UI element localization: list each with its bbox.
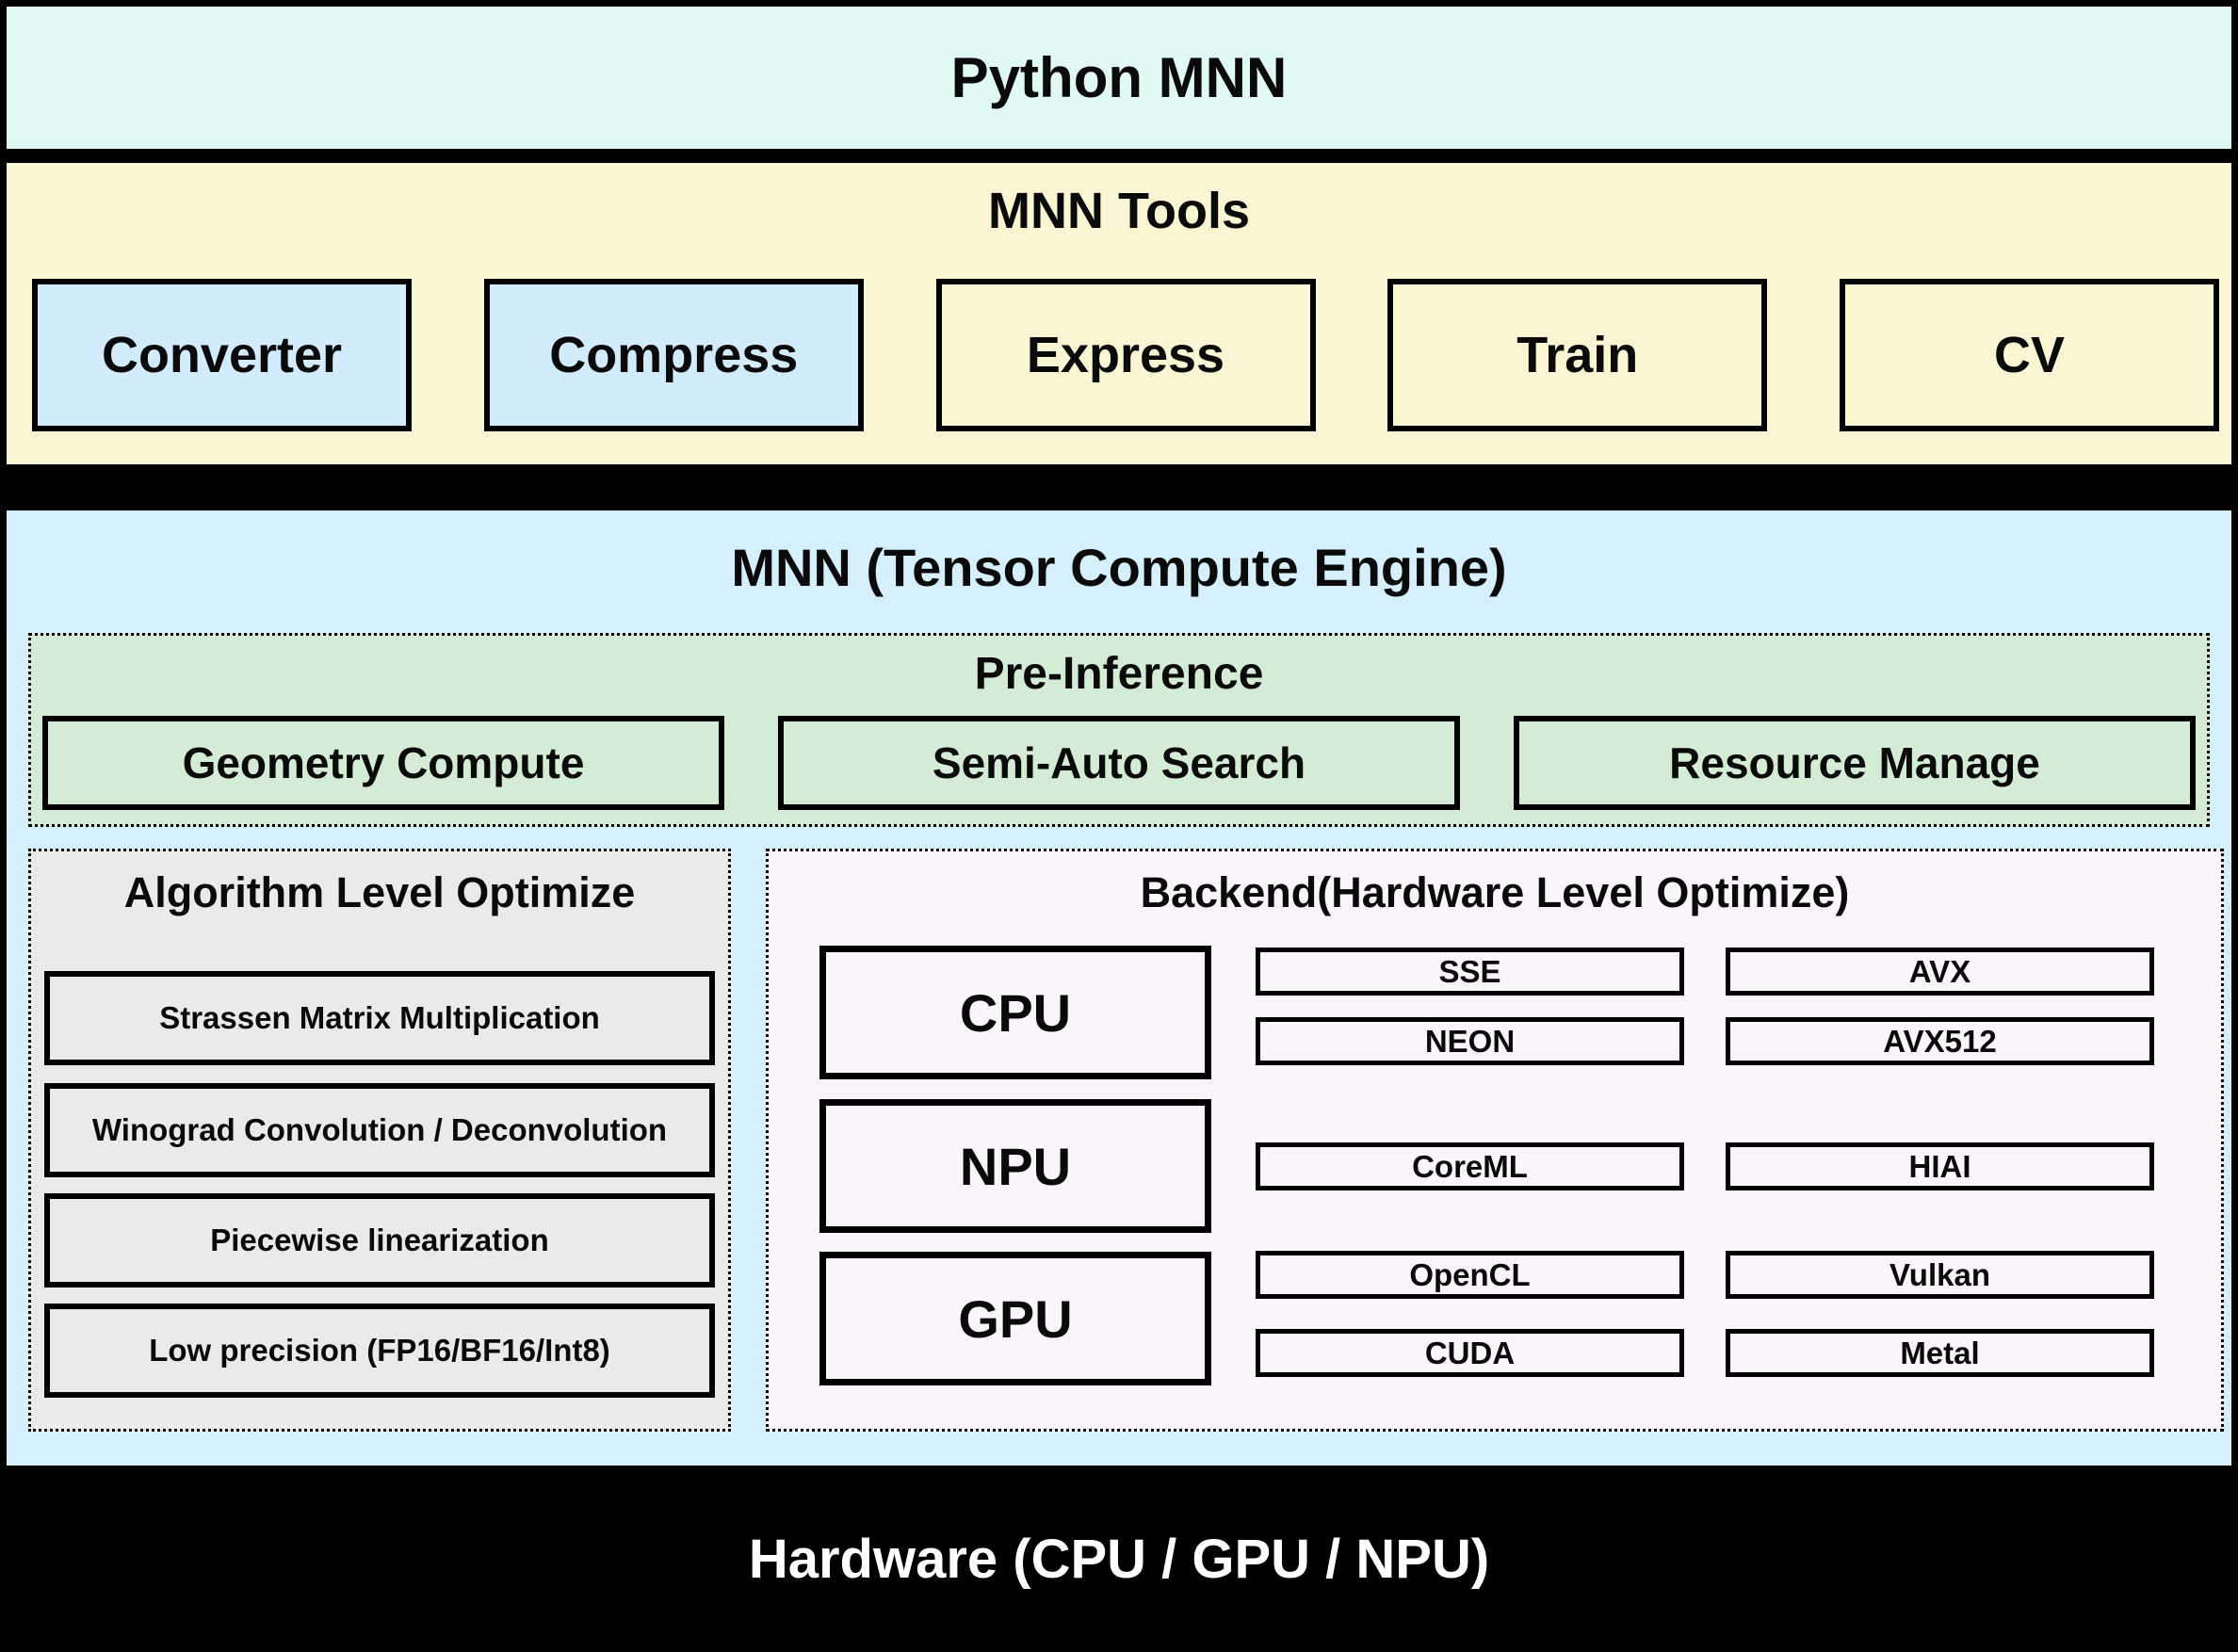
- accel-box-opencl: OpenCL: [1256, 1251, 1684, 1299]
- tool-box-label: Express: [1026, 327, 1225, 383]
- pre-inference-box-semi-auto-search: Semi-Auto Search: [778, 716, 1460, 810]
- processor-box-cpu: CPU: [819, 946, 1211, 1079]
- python-mnn-banner: Python MNN: [7, 7, 2231, 149]
- processor-box-gpu: GPU: [819, 1252, 1211, 1385]
- accel-box-sse: SSE: [1256, 947, 1684, 996]
- accel-label: OpenCL: [1409, 1256, 1531, 1292]
- mnn-tools-row: Converter Compress Express Train CV: [32, 279, 2219, 431]
- processor-label: NPU: [959, 1136, 1072, 1196]
- accel-label: Metal: [1900, 1335, 1980, 1370]
- algorithm-optimize-group: Algorithm Level Optimize Strassen Matrix…: [28, 849, 731, 1432]
- accel-label: AVX512: [1883, 1023, 1997, 1059]
- mnn-engine-section: MNN (Tensor Compute Engine) Pre-Inferenc…: [7, 510, 2231, 1466]
- processor-box-npu: NPU: [819, 1099, 1211, 1233]
- mnn-tools-section: MNN Tools Converter Compress Express Tra…: [7, 163, 2231, 464]
- backend-title: Backend(Hardware Level Optimize): [1140, 868, 1850, 916]
- pre-inference-box-resource-manage: Resource Manage: [1514, 716, 2196, 810]
- hardware-title: Hardware (CPU / GPU / NPU): [748, 1528, 1490, 1590]
- pre-inference-box-geometry-compute: Geometry Compute: [42, 716, 724, 810]
- accel-label: SSE: [1438, 953, 1501, 989]
- tool-box-label: CV: [1993, 327, 2065, 383]
- accel-label: AVX: [1908, 953, 1971, 989]
- tool-box-compress: Compress: [483, 279, 864, 431]
- processor-label: GPU: [958, 1288, 1073, 1349]
- accel-box-hiai: HIAI: [1726, 1142, 2154, 1190]
- algorithm-item-winograd: Winograd Convolution / Deconvolution: [44, 1083, 715, 1177]
- accel-label: Vulkan: [1889, 1256, 1990, 1292]
- tool-box-label: Converter: [101, 327, 343, 383]
- tool-box-label: Compress: [549, 327, 799, 383]
- pre-inference-box-label: Geometry Compute: [182, 738, 585, 787]
- accel-box-metal: Metal: [1726, 1329, 2154, 1377]
- algorithm-item-label: Strassen Matrix Multiplication: [159, 1000, 600, 1035]
- algorithm-item-label: Low precision (FP16/BF16/Int8): [149, 1333, 610, 1368]
- pre-inference-row: Geometry Compute Semi-Auto Search Resour…: [42, 716, 2196, 810]
- algorithm-item-label: Piecewise linearization: [210, 1223, 549, 1257]
- pre-inference-group: Pre-Inference Geometry Compute Semi-Auto…: [28, 633, 2210, 827]
- accel-box-avx512: AVX512: [1726, 1017, 2154, 1065]
- accel-box-neon: NEON: [1256, 1017, 1684, 1065]
- mnn-tools-title: MNN Tools: [988, 183, 1250, 239]
- backend-group: Backend(Hardware Level Optimize) CPU NPU…: [766, 849, 2224, 1432]
- pre-inference-box-label: Resource Manage: [1669, 738, 2040, 787]
- algorithm-optimize-title: Algorithm Level Optimize: [123, 868, 636, 916]
- tool-box-express: Express: [935, 279, 1316, 431]
- accel-label: HIAI: [1908, 1148, 1971, 1184]
- algorithm-item-piecewise: Piecewise linearization: [44, 1193, 715, 1288]
- accel-label: CUDA: [1424, 1335, 1516, 1370]
- accel-box-cuda: CUDA: [1256, 1329, 1684, 1377]
- tool-box-cv: CV: [1840, 279, 2219, 431]
- mnn-engine-title: MNN (Tensor Compute Engine): [731, 538, 1507, 597]
- accel-box-avx: AVX: [1726, 947, 2154, 996]
- tool-box-label: Train: [1516, 327, 1639, 383]
- accel-box-coreml: CoreML: [1256, 1142, 1684, 1190]
- accel-label: NEON: [1424, 1023, 1516, 1059]
- pre-inference-box-label: Semi-Auto Search: [932, 738, 1306, 787]
- accel-label: CoreML: [1412, 1148, 1528, 1184]
- algorithm-item-label: Winograd Convolution / Deconvolution: [91, 1112, 668, 1147]
- algorithm-item-low-precision: Low precision (FP16/BF16/Int8): [44, 1304, 715, 1398]
- algorithm-item-strassen: Strassen Matrix Multiplication: [44, 971, 715, 1065]
- hardware-banner: Hardware (CPU / GPU / NPU): [0, 1466, 2238, 1652]
- pre-inference-title: Pre-Inference: [974, 649, 1264, 699]
- tool-box-converter: Converter: [32, 279, 412, 431]
- tool-box-train: Train: [1387, 279, 1768, 431]
- processor-label: CPU: [959, 982, 1072, 1043]
- accel-box-vulkan: Vulkan: [1726, 1251, 2154, 1299]
- python-mnn-title: Python MNN: [950, 46, 1288, 109]
